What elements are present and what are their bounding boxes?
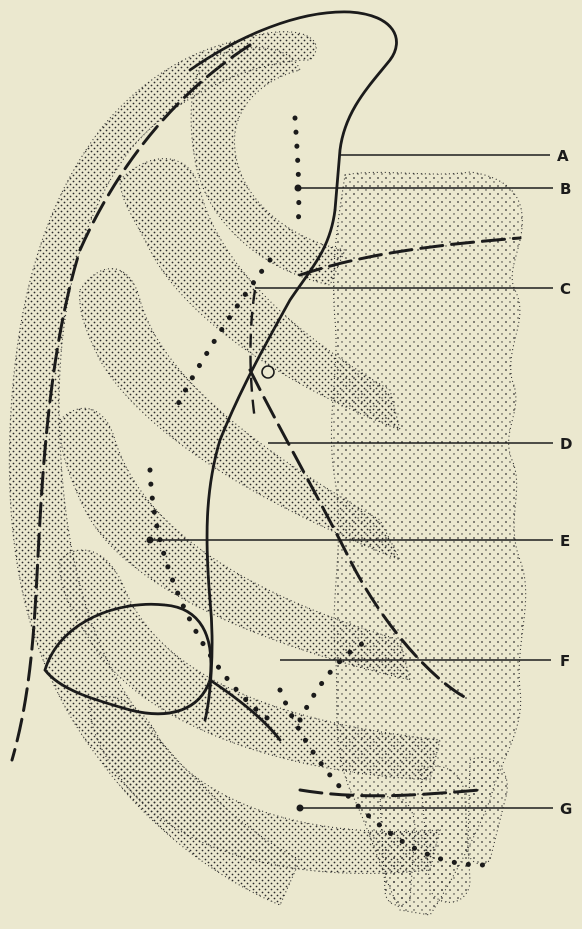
label-g: G: [560, 800, 572, 818]
label-e: E: [560, 532, 570, 550]
label-d: D: [560, 435, 572, 453]
dotted-line-upper: [295, 118, 299, 230]
lobe-3: [468, 757, 508, 864]
leader-b-dot: [295, 185, 302, 192]
lobe-2: [380, 796, 415, 905]
leader-g-dot: [297, 805, 304, 812]
small-loop-mark: [262, 366, 274, 378]
label-a: A: [557, 147, 569, 165]
label-b: B: [560, 180, 571, 198]
label-f: F: [560, 652, 570, 670]
leader-e-dot: [147, 537, 154, 544]
label-c: C: [560, 280, 571, 298]
